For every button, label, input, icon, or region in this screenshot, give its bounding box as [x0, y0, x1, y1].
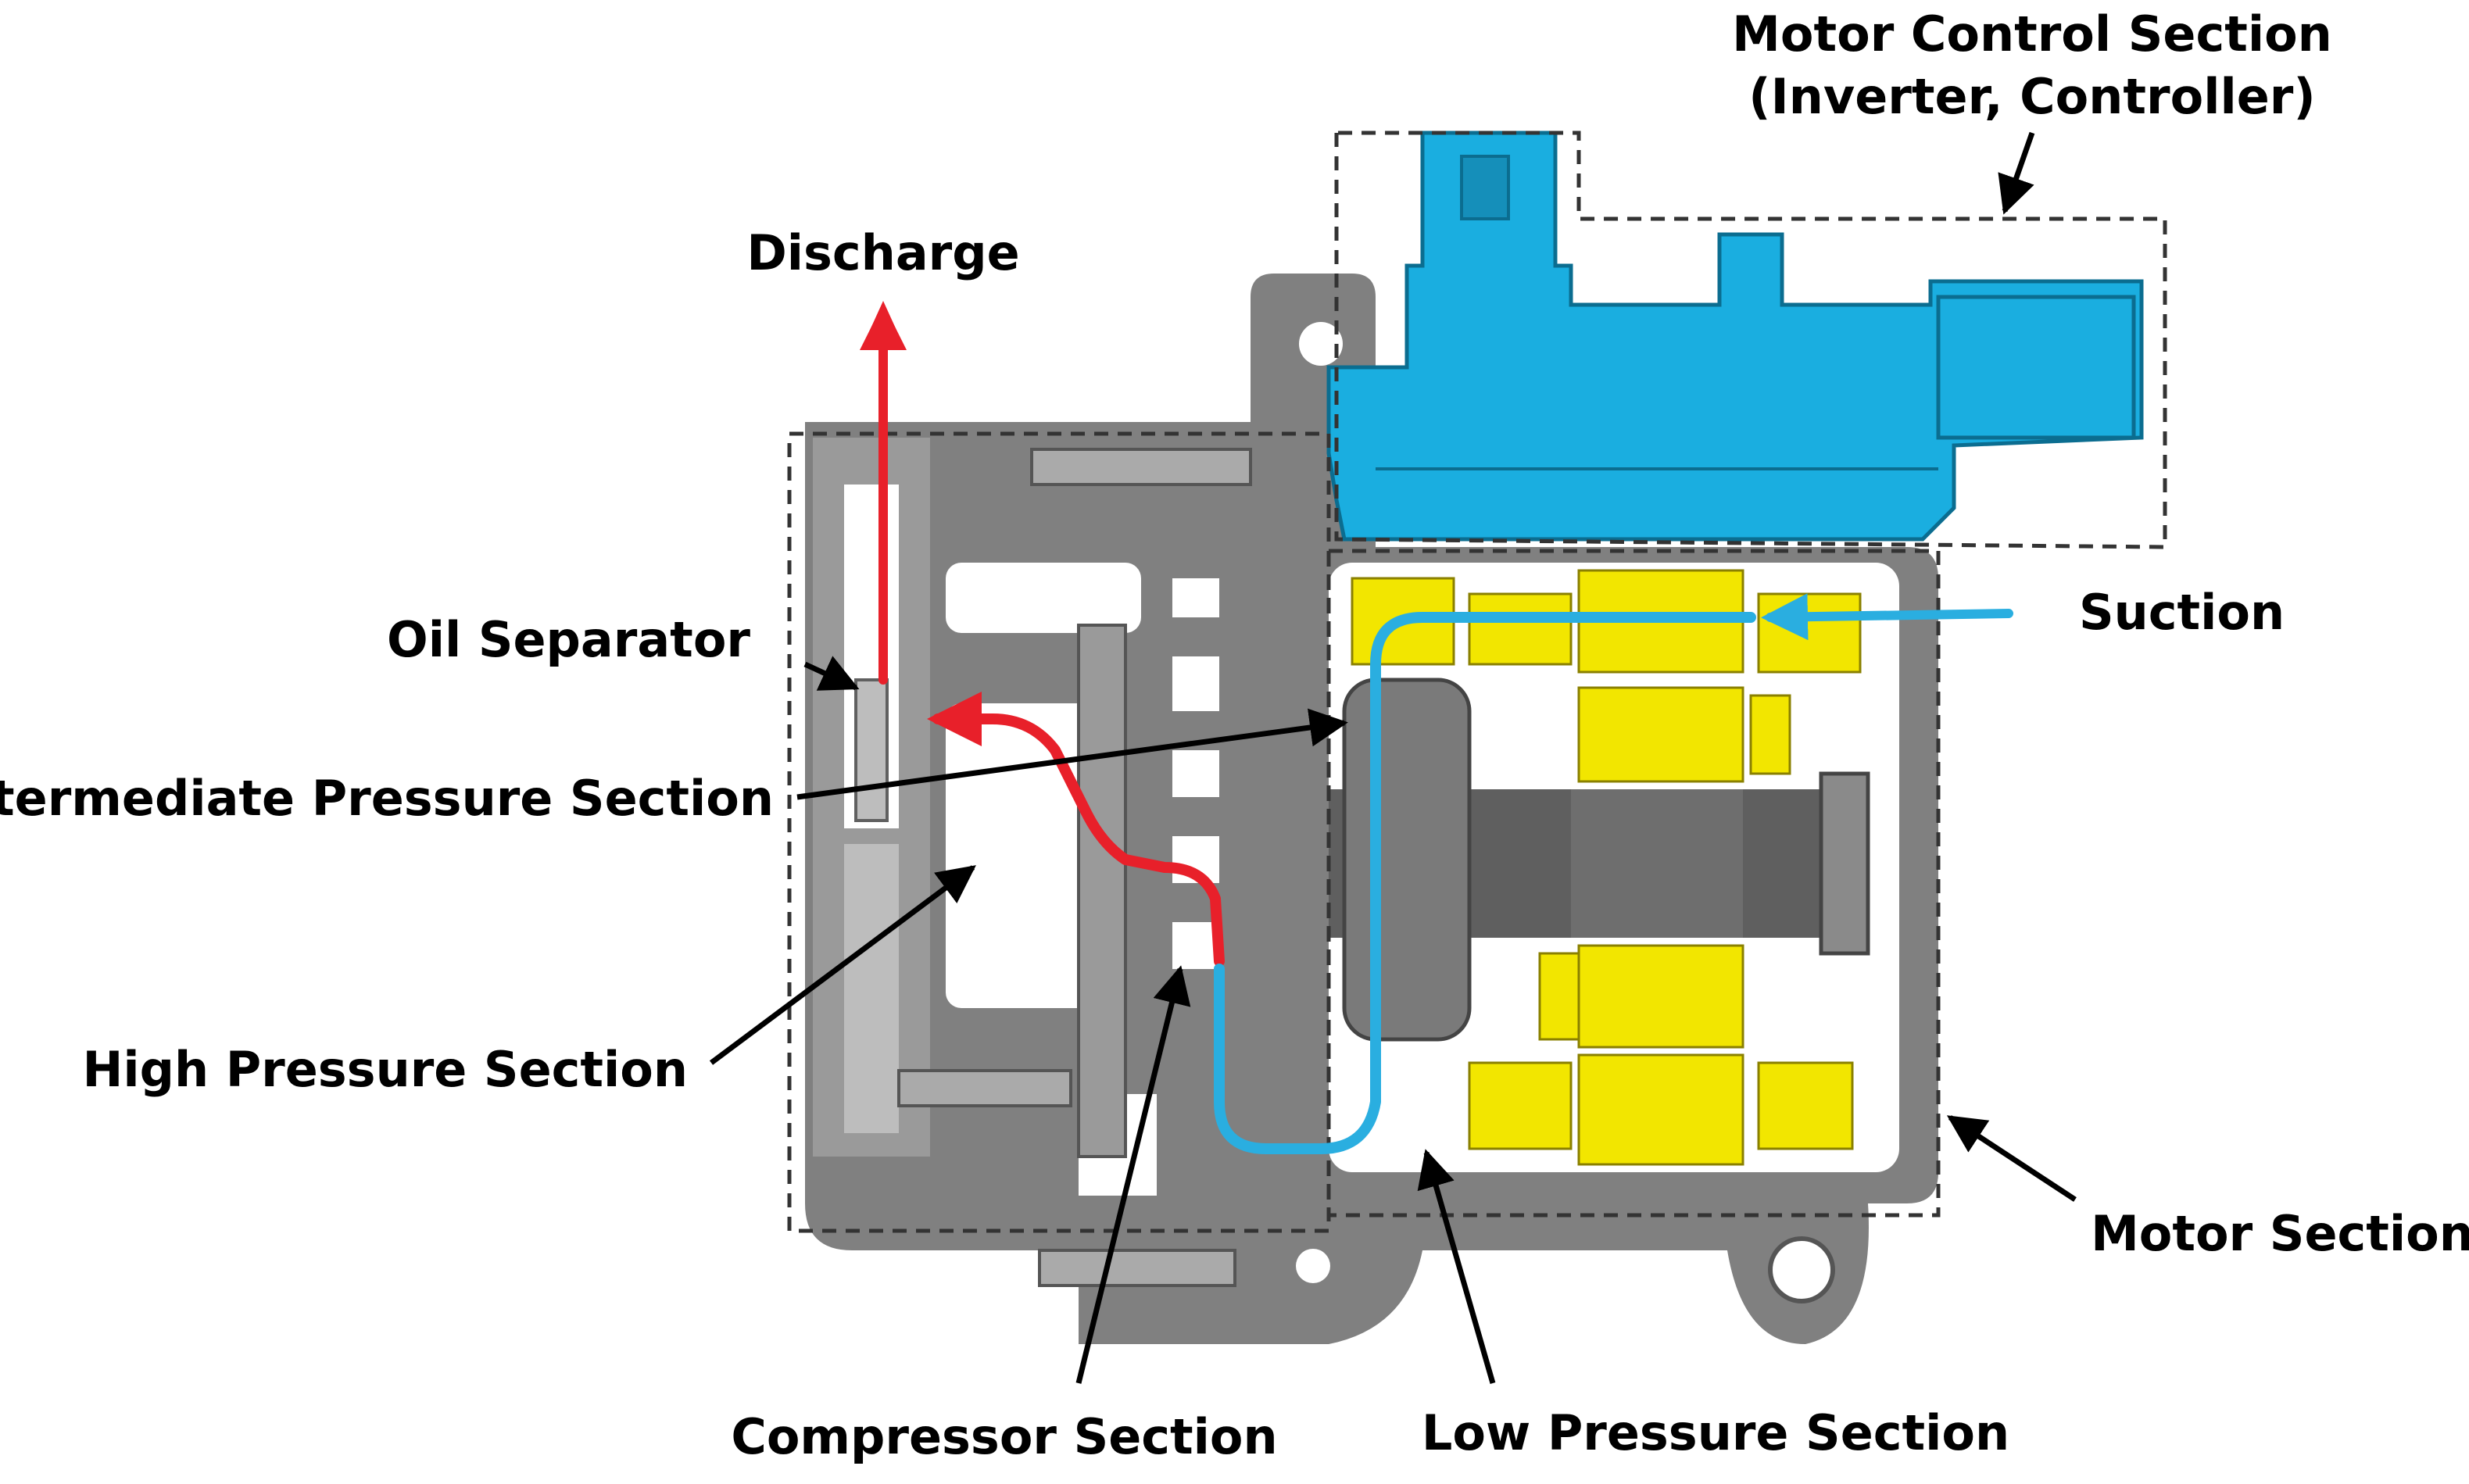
- oil-separator-tube: [854, 678, 889, 822]
- label-low-pressure: Low Pressure Section: [1422, 1404, 2009, 1461]
- front-bearing: [1342, 678, 1472, 1042]
- refrigerant-flows: [860, 303, 2013, 1154]
- label-compressor-section: Compressor Section: [731, 1408, 1277, 1465]
- label-motor-section: Motor Section: [2091, 1205, 2469, 1262]
- scroll-cavity-1: [1172, 578, 1219, 617]
- inverter-connector: [1460, 155, 1510, 220]
- label-intermediate-pressure: Intermediate Pressure Section: [0, 770, 774, 827]
- leader-intermediate: [796, 708, 1348, 800]
- label-oil-separator: Oil Separator: [387, 611, 750, 668]
- label-high-pressure: High Pressure Section: [82, 1041, 688, 1098]
- coil-bottom-1: [1468, 1061, 1573, 1150]
- bottom-mount-hole: [1296, 1249, 1330, 1283]
- leader-low-pressure: [1417, 1149, 1496, 1384]
- coil-mid-top-side: [1749, 694, 1791, 775]
- rear-bearing: [1819, 771, 1870, 956]
- leader-lines: [709, 131, 2077, 1384]
- top-mount-hole: [1299, 322, 1343, 366]
- coil-top-4: [1757, 592, 1862, 674]
- coil-mid-bottom: [1577, 944, 1744, 1049]
- intermediate-cavity: [946, 563, 1141, 633]
- inverter-unit: [1326, 131, 2144, 542]
- coil-mid-top: [1577, 686, 1744, 783]
- motor-rotor: [1571, 789, 1743, 938]
- side-bolt: [897, 1069, 1072, 1107]
- suction-arrow-icon: [1762, 598, 1805, 637]
- leader-high-pressure: [709, 865, 976, 1065]
- bottom-bolt: [1038, 1249, 1236, 1287]
- leader-motor-section: [1946, 1115, 2077, 1202]
- motor-control-boundary: [1334, 131, 2167, 549]
- oil-separator-lower: [844, 844, 899, 1133]
- label-motor-control-line2: (Inverter, Controller): [1748, 68, 2315, 125]
- scroll-plate: [1077, 624, 1127, 1158]
- discharge-arrow-icon: [864, 301, 903, 344]
- top-bolt: [1030, 448, 1252, 486]
- leader-compressor: [1075, 965, 1191, 1384]
- scroll-cavity-2: [1172, 656, 1219, 711]
- section-boundaries: [787, 131, 2167, 1233]
- coil-bottom-3: [1757, 1061, 1854, 1150]
- motor-assembly: [1329, 569, 1870, 1166]
- leader-oil-separator: [803, 656, 860, 691]
- compressor-boundary: [787, 431, 1331, 1233]
- inverter-side-plug: [1936, 295, 2136, 440]
- discharge-flow-path: [927, 692, 1225, 967]
- label-motor-control-line1: Motor Control Section: [1732, 5, 2332, 63]
- leader-motor-control: [1998, 131, 2035, 215]
- suction-flow-path: [1214, 612, 1756, 1154]
- scroll-cavity-3: [1172, 750, 1219, 797]
- coil-top-2: [1468, 592, 1573, 666]
- motor-boundary: [1326, 549, 1941, 1218]
- label-discharge: Discharge: [746, 224, 1019, 281]
- suction-inlet-path: [1761, 593, 2013, 641]
- coil-bottom-2: [1577, 1053, 1744, 1166]
- scroll-cavity-5: [1172, 922, 1219, 969]
- mount-eye: [1768, 1236, 1835, 1303]
- label-suction: Suction: [2079, 584, 2285, 641]
- coil-mid-bottom-side: [1538, 952, 1580, 1041]
